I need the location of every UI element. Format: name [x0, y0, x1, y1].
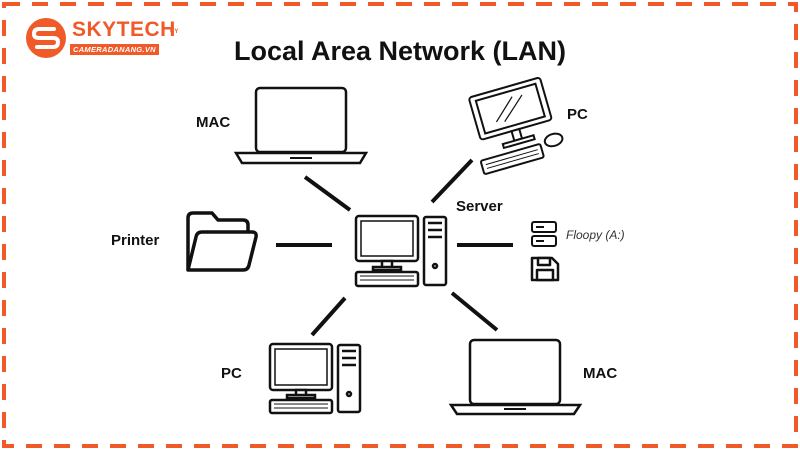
label-printer: Printer — [111, 232, 160, 249]
logo-brand-text: SKYTECH — [72, 18, 176, 41]
link-mac-bottom — [450, 291, 499, 332]
link-mac-top — [303, 175, 352, 212]
logo-domain-text: CAMERADANANG.VN — [70, 44, 159, 55]
link-pc-bottom — [310, 296, 347, 337]
server-computer-icon — [354, 214, 448, 288]
skytech-logo: SKYTECH CY CAMERADANANG.VN — [24, 16, 184, 60]
label-pc-bottom: PC — [221, 365, 242, 382]
floppy-drive-icon — [531, 221, 557, 247]
link-pc-top — [430, 158, 474, 204]
label-floppy: Floopy (A:) — [566, 228, 625, 242]
laptop-icon — [448, 338, 583, 416]
logo-suffix-text: CY — [170, 29, 179, 35]
laptop-icon — [233, 86, 369, 165]
label-server: Server — [456, 198, 503, 215]
floppy-disk-icon — [530, 256, 560, 282]
desktop-pc-sketch-icon — [468, 77, 564, 175]
logo-mark-icon — [26, 18, 66, 58]
diagram-title: Local Area Network (LAN) — [233, 36, 567, 66]
label-mac-bottom: MAC — [583, 365, 618, 382]
desktop-pc-icon — [268, 342, 362, 415]
printer-folder-icon — [186, 211, 258, 272]
label-mac-top: MAC — [196, 114, 231, 131]
label-pc-top: PC — [567, 106, 588, 123]
